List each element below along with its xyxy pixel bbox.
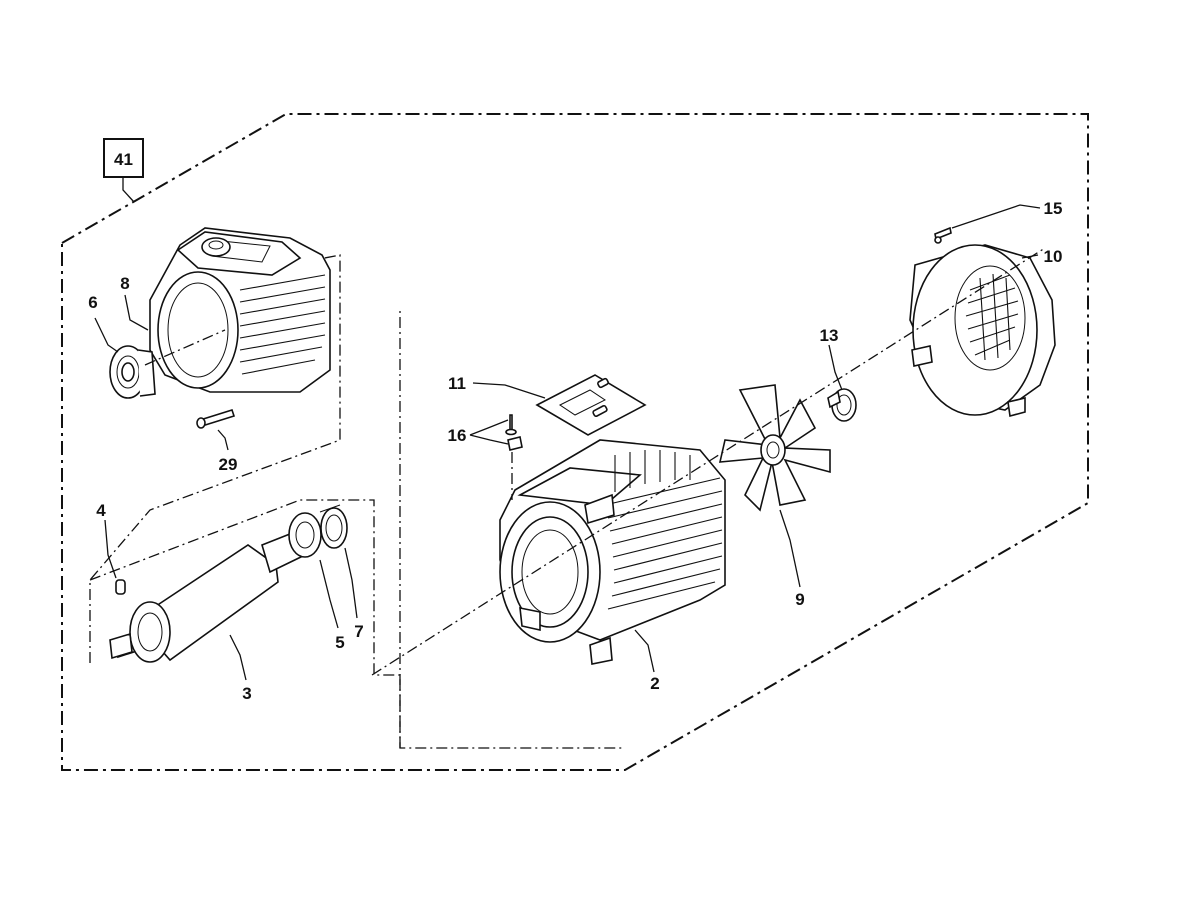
callout-6: 6 xyxy=(88,293,97,312)
main-axis-line xyxy=(371,247,1046,676)
bearing-part-6 xyxy=(109,345,156,399)
key-part-4 xyxy=(115,579,126,595)
screw-part-16 xyxy=(505,414,523,451)
callout-13: 13 xyxy=(820,326,839,345)
shaft-axis-line xyxy=(144,329,226,366)
callout-labels: 2 3 4 5 6 7 8 9 10 11 13 15 16 29 xyxy=(88,199,1062,703)
callout-10: 10 xyxy=(1044,247,1063,266)
assembly-number: 41 xyxy=(114,150,133,169)
callout-3: 3 xyxy=(242,684,251,703)
fan-part-9 xyxy=(718,384,831,512)
screw-part-29 xyxy=(196,409,236,429)
callout-2: 2 xyxy=(650,674,659,693)
callout-29: 29 xyxy=(219,455,238,474)
callout-8: 8 xyxy=(120,274,129,293)
clamp-part-13 xyxy=(827,388,857,422)
assembly-label: 41 xyxy=(103,138,144,203)
fan-cover-part-10 xyxy=(909,244,1056,418)
callout-9: 9 xyxy=(795,590,804,609)
callout-7: 7 xyxy=(354,622,363,641)
callout-16: 16 xyxy=(448,426,467,445)
housing-group-boundary xyxy=(399,309,402,748)
terminal-cover-part-11 xyxy=(535,374,647,436)
callout-4: 4 xyxy=(96,501,106,520)
leader-lines xyxy=(94,204,1041,681)
callout-11: 11 xyxy=(448,374,466,393)
rotor-part-3 xyxy=(109,528,306,663)
end-shield-part-8 xyxy=(149,227,331,393)
screw-part-15 xyxy=(934,226,952,244)
motor-housing-part-2 xyxy=(499,439,726,665)
assembly-boundary xyxy=(61,113,1089,771)
callout-15: 15 xyxy=(1044,199,1063,218)
washer-part-7 xyxy=(319,504,348,549)
callout-5: 5 xyxy=(335,633,344,652)
bearing-part-5 xyxy=(288,512,322,558)
